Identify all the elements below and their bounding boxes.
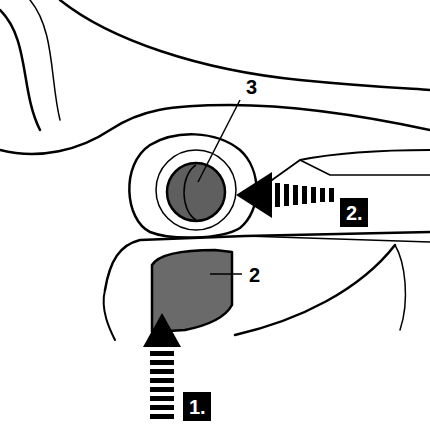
release-button [167,163,225,221]
arrow-stripe [302,186,307,204]
step-number: 1. [183,392,211,421]
housing-edge [245,236,430,242]
leader-line [210,273,242,275]
arrow-stripe [150,414,174,419]
leader-line [198,100,240,182]
arrow-stripe [275,183,280,207]
arrow-stripes [275,183,334,207]
step-number: 2. [340,198,368,227]
body-outline [0,10,40,130]
housing-edge [265,150,430,185]
arrow-stripe [311,187,316,203]
button-recess [129,134,256,237]
arrow-stripe [150,405,174,410]
housing-edge [104,290,115,340]
arrow-stripe [150,396,174,401]
button-detail [184,165,196,220]
lever-edge [395,245,405,330]
callout-number: 3 [244,76,259,98]
arrow-stripe [150,387,174,392]
direction-arrow [143,313,181,347]
housing-edge [300,160,430,175]
arrow-stripe [150,360,174,365]
button-ring [156,150,236,230]
arrow-stripe [329,188,334,202]
body-outline [30,0,60,120]
lever-edge [235,245,395,335]
arrow-stripe [150,369,174,374]
arrow-stripe [150,351,174,356]
direction-arrow [236,172,272,218]
housing-edge [0,105,430,154]
arrow-stripe [293,185,298,205]
callout-number: 2 [247,264,262,286]
arrow-stripes [150,351,174,419]
arrow-stripe [284,184,289,206]
arrow-stripe [150,378,174,383]
arrow-stripe [320,188,325,202]
